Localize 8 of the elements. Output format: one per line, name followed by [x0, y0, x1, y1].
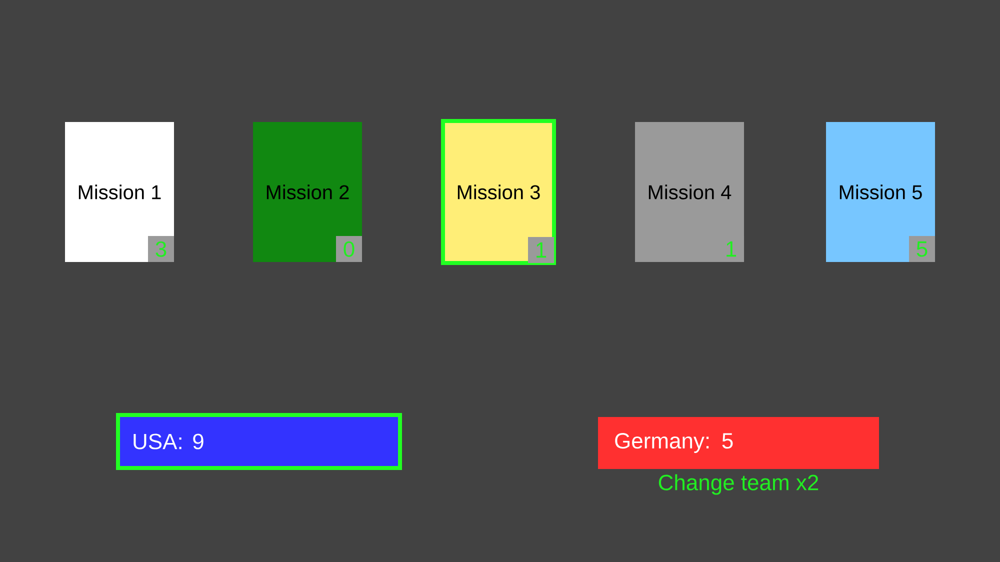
- count-badge: 3: [148, 236, 174, 262]
- count-badge: 1: [718, 236, 744, 262]
- count-badge: 0: [336, 236, 362, 262]
- team-score-bar: USA: 9: [116, 413, 402, 470]
- count-badge: 1: [528, 237, 554, 263]
- team-note: Change team x2: [658, 474, 818, 495]
- count-badge: 5: [909, 236, 936, 262]
- team-score-bar: Germany: 5: [598, 417, 880, 469]
